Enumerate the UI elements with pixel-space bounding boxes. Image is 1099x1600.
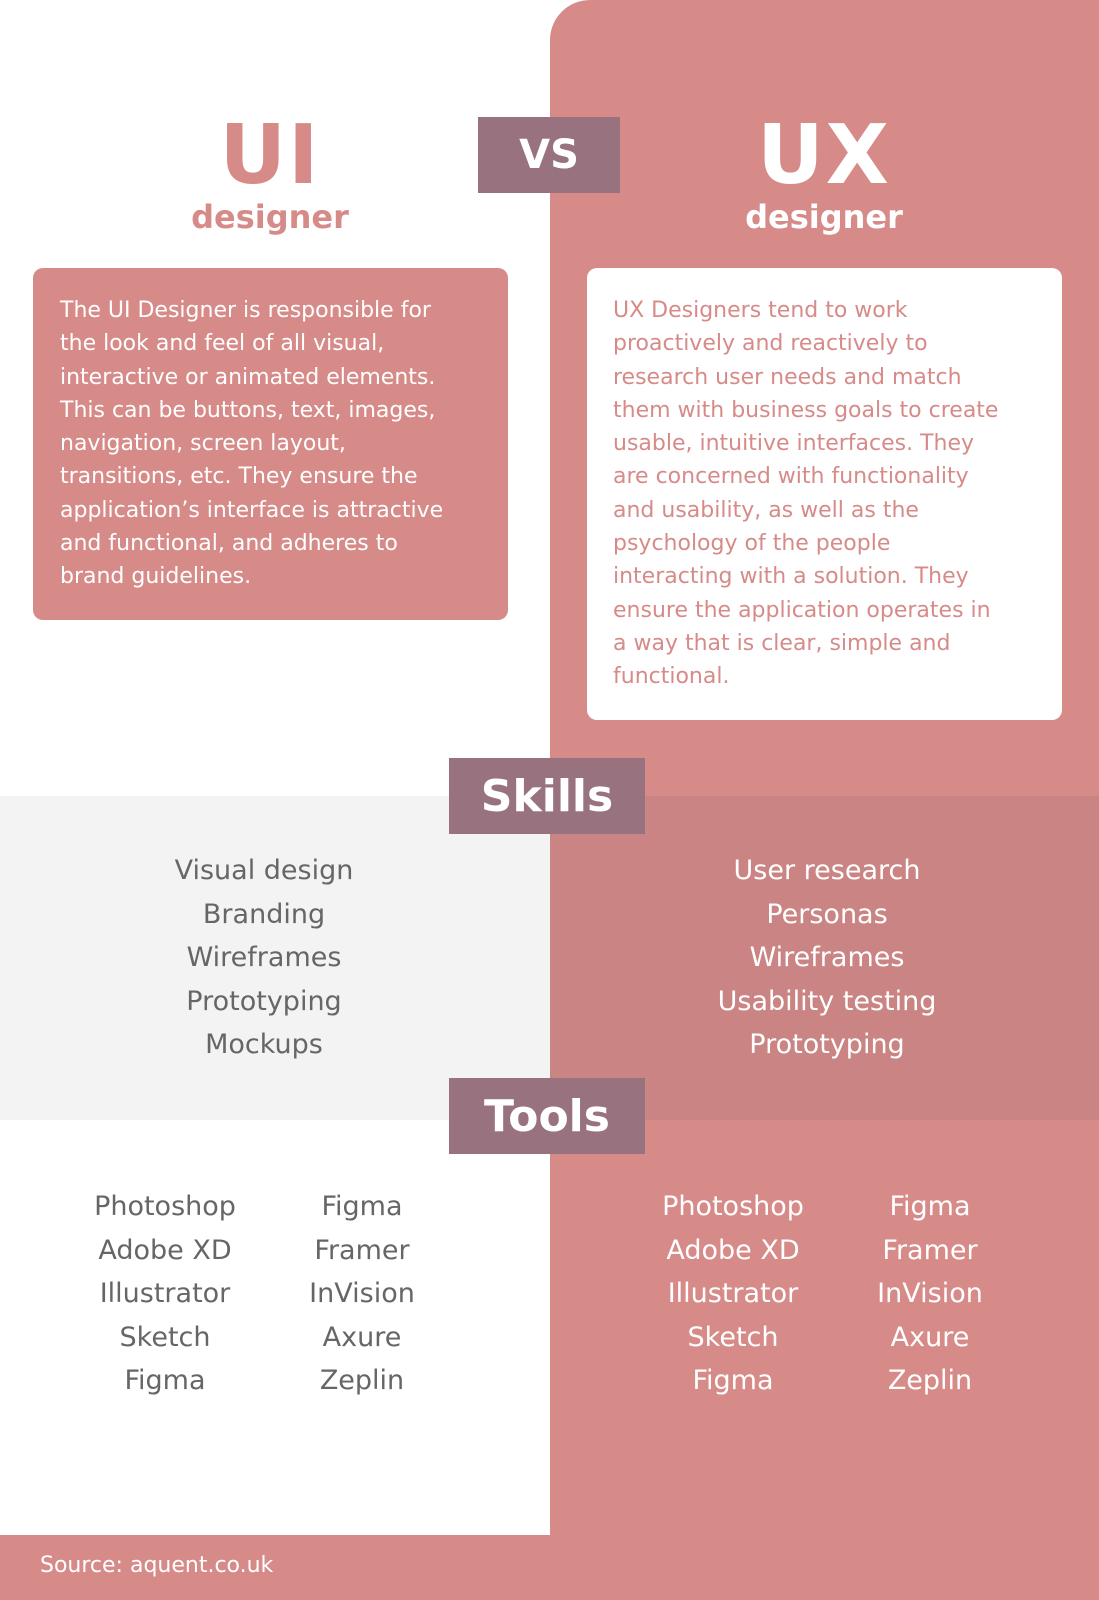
ux-tools-column-1: Photoshop Adobe XD Illustrator Sketch Fi… <box>613 1185 853 1403</box>
ux-description-line: a way that is clear, simple and <box>613 630 951 656</box>
ux-description-line: them with business goals to create <box>613 397 999 423</box>
ux-description-line: UX Designers tend to work <box>613 298 908 323</box>
ui-tool-item: InVision <box>309 1278 415 1310</box>
ui-tool-item: Figma <box>124 1365 206 1397</box>
ui-tool-item: Sketch <box>119 1321 211 1353</box>
tools-heading: Tools <box>449 1078 645 1154</box>
ui-description-line: and functional, and adheres to <box>60 531 398 557</box>
ui-skill-item: Visual design <box>174 855 354 886</box>
ui-description-line: The UI Designer is responsible for <box>60 298 431 323</box>
ui-skill-item: Mockups <box>205 1029 323 1061</box>
ux-description-line: and usability, as well as the <box>613 497 919 523</box>
ux-description-line: ensure the application operates in <box>613 597 991 623</box>
ux-tool-item: Figma <box>889 1191 971 1222</box>
ux-tool-item: Axure <box>890 1321 970 1353</box>
ux-description-line: interacting with a solution. They <box>613 564 969 590</box>
ux-description-line: are concerned with functionality <box>613 464 969 490</box>
vs-badge: VS <box>478 117 620 193</box>
ui-tool-item: Photoshop <box>94 1191 236 1222</box>
ui-tool-item: Figma <box>321 1191 403 1222</box>
ux-tool-item: Photoshop <box>662 1191 804 1222</box>
ui-description-line: brand guidelines. <box>60 564 252 590</box>
ui-title: UI <box>219 108 321 203</box>
ux-skill-item: User research <box>733 855 921 886</box>
ui-description-line: This can be buttons, text, images, <box>60 397 436 423</box>
ux-tools-column-2: Figma Framer InVision Axure Zeplin <box>810 1185 1050 1403</box>
ui-description-line: navigation, screen layout, <box>60 431 346 457</box>
skills-heading: Skills <box>449 758 645 834</box>
ui-tool-item: Adobe XD <box>98 1234 232 1266</box>
source-credit: Source: aquent.co.uk <box>40 1553 274 1578</box>
ui-tool-item: Framer <box>314 1234 410 1266</box>
ux-description-line: proactively and reactively to <box>613 331 928 357</box>
ux-tool-item: InVision <box>877 1278 983 1310</box>
ui-skill-item: Branding <box>202 898 326 930</box>
skills-band-ux <box>550 796 1099 1120</box>
ux-description-line: research user needs and match <box>613 364 962 390</box>
ux-description-card: UX Designers tend to work proactively an… <box>587 268 1062 720</box>
ui-tools-column-2: Figma Framer InVision Axure Zeplin <box>242 1185 482 1403</box>
ui-tools-column-1: Photoshop Adobe XD Illustrator Sketch Fi… <box>45 1185 285 1403</box>
ux-tool-item: Illustrator <box>667 1278 799 1310</box>
ui-description-line: application’s interface is attractive <box>60 497 444 523</box>
ux-tool-item: Figma <box>692 1365 774 1397</box>
ui-description-line: interactive or animated elements. <box>60 364 436 390</box>
ui-tool-item: Zeplin <box>319 1365 405 1397</box>
ux-tool-item: Framer <box>882 1234 978 1266</box>
tools-area-ui <box>0 1120 550 1535</box>
ux-description-line: psychology of the people <box>613 531 891 557</box>
ui-skills-list: Visual design Branding Wireframes Protot… <box>104 849 424 1067</box>
ux-skill-item: Prototyping <box>749 1029 905 1061</box>
ux-skill-item: Personas <box>766 898 888 930</box>
ux-tool-item: Zeplin <box>887 1365 973 1397</box>
ux-skill-item: Usability testing <box>717 985 937 1017</box>
ux-description-line: functional. <box>613 664 730 690</box>
ux-title: UX <box>757 108 891 203</box>
ui-tool-item: Illustrator <box>99 1278 231 1310</box>
footer-bar <box>0 1535 1099 1600</box>
ui-skill-item: Prototyping <box>186 985 342 1017</box>
ui-subtitle: designer <box>191 198 349 236</box>
ux-skills-list: User research Personas Wireframes Usabil… <box>667 849 987 1067</box>
ui-description-line: transitions, etc. They ensure the <box>60 464 418 490</box>
ux-subtitle: designer <box>745 198 903 236</box>
ui-skill-item: Wireframes <box>186 942 342 974</box>
skills-band-ui <box>0 796 550 1120</box>
ux-skill-item: Wireframes <box>749 942 905 974</box>
ui-description-line: the look and feel of all visual, <box>60 331 385 357</box>
ux-tool-item: Sketch <box>687 1321 779 1353</box>
ui-tool-item: Axure <box>322 1321 402 1353</box>
ux-description-line: usable, intuitive interfaces. They <box>613 431 975 457</box>
ui-description-card: The UI Designer is responsible for the l… <box>33 268 508 620</box>
ux-tool-item: Adobe XD <box>666 1234 800 1266</box>
